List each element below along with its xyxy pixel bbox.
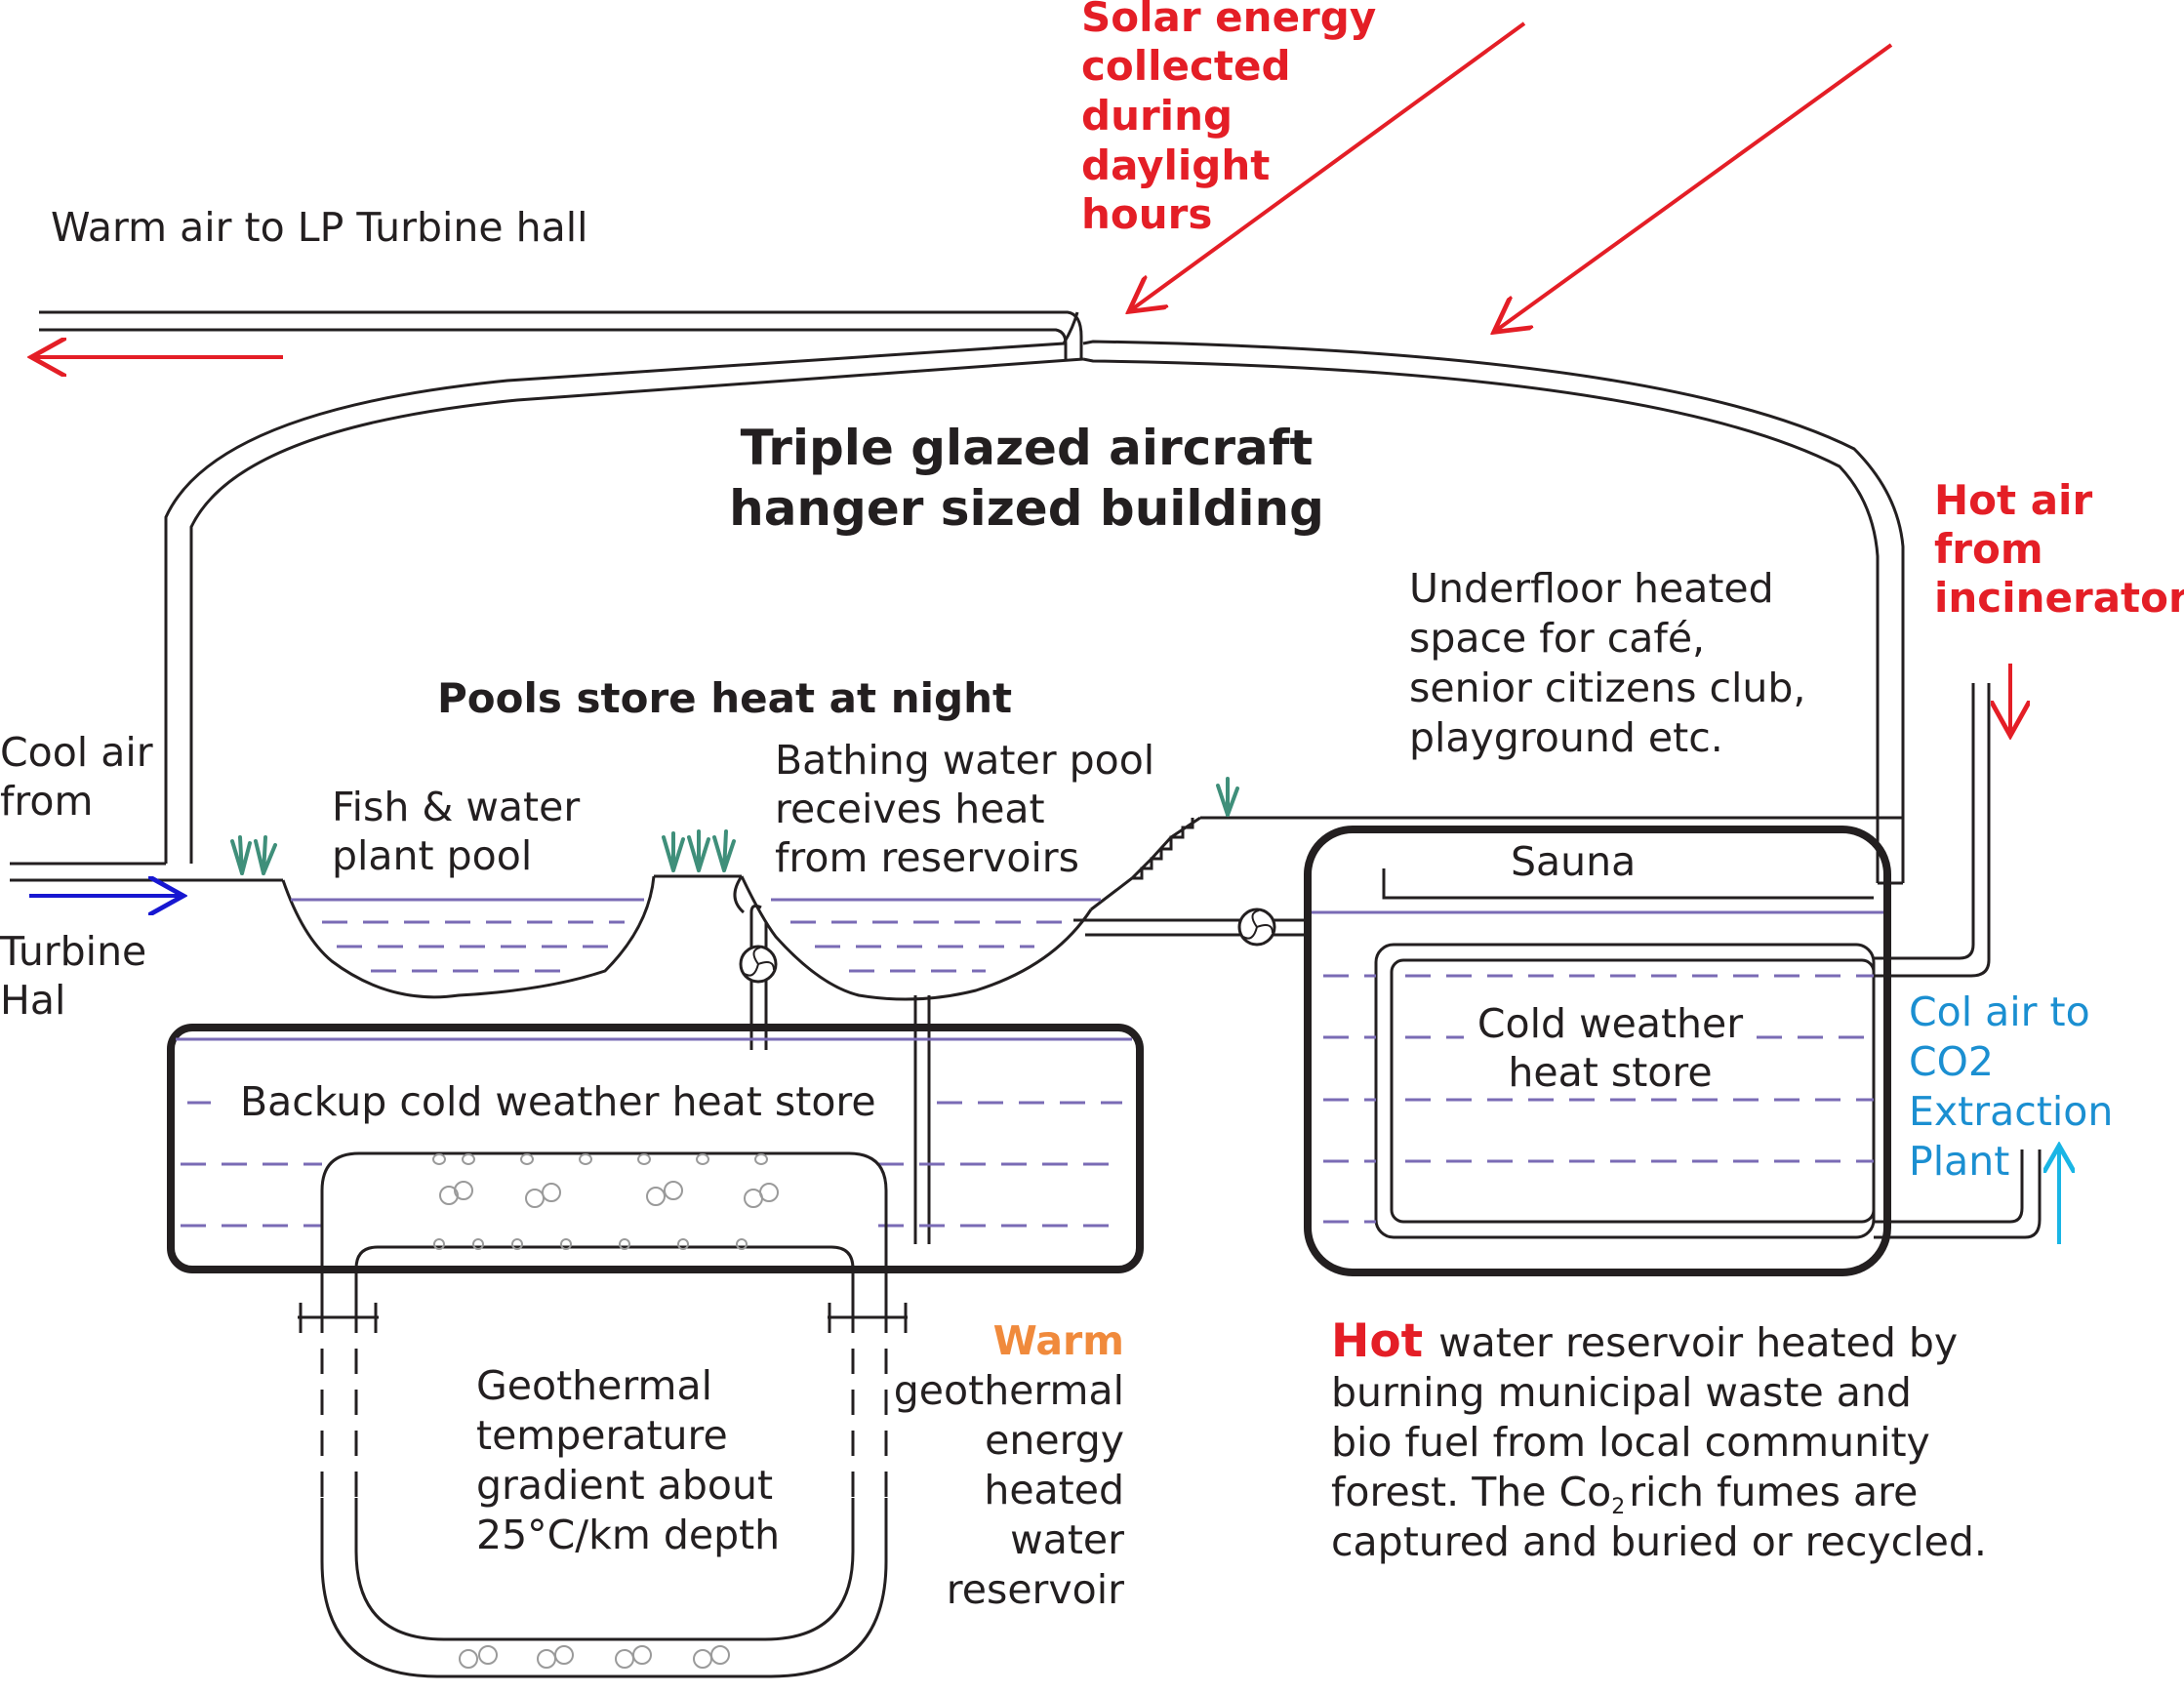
bathing-pool (733, 875, 1101, 1001)
hot-air-label: Hot air from incinerator (1934, 476, 2184, 622)
ground-line (191, 816, 1903, 911)
svg-text:during: during (1081, 92, 1233, 140)
svg-text:plant pool: plant pool (332, 832, 532, 879)
solar-ray-1 (1132, 21, 1526, 309)
solar-label: Solar energy collected during daylight h… (1081, 0, 1376, 238)
svg-text:CO2: CO2 (1909, 1038, 1994, 1085)
pump-right (1237, 908, 1276, 947)
svg-text:Extraction: Extraction (1909, 1088, 2113, 1135)
cold-store-label: Cold weather heat store (1477, 1000, 1743, 1096)
svg-text:bio fuel from local community: bio fuel from local community (1331, 1419, 1930, 1466)
pool-to-backup-pipe (739, 904, 931, 1244)
backup-store-label: Backup cold weather heat store (240, 1078, 876, 1125)
svg-text:gradient about: gradient about (476, 1462, 773, 1509)
building-dome (164, 311, 1905, 885)
svg-text:from: from (0, 778, 93, 825)
svg-text:senior citizens club,: senior citizens club, (1409, 665, 1805, 711)
svg-text:Cold weather: Cold weather (1477, 1000, 1743, 1047)
svg-text:reservoir: reservoir (947, 1566, 1124, 1613)
pump-left (739, 945, 778, 984)
cold-weather-tank (1304, 826, 2059, 1276)
svg-text:Underfloor heated: Underfloor heated (1409, 565, 1774, 612)
cool-air-inlet (10, 862, 205, 896)
underfloor-label: Underfloor heated space for café, senior… (1409, 565, 1805, 761)
svg-text:hanger sized building: hanger sized building (729, 480, 1324, 537)
sauna-label: Sauna (1511, 838, 1636, 885)
svg-text:Geothermal: Geothermal (476, 1362, 712, 1409)
col-air-label: Col air to CO2 Extraction Plant (1909, 988, 2113, 1185)
svg-text:from reservoirs: from reservoirs (775, 834, 1079, 881)
solar-ray-2 (1497, 43, 1893, 330)
warm-air-label: Warm air to LP Turbine hall (51, 204, 588, 251)
svg-text:collected: collected (1081, 42, 1291, 90)
pool-to-store-pipe (1073, 908, 1308, 947)
fish-pool-label: Fish & water plant pool (332, 784, 580, 879)
svg-text:Cool air: Cool air (0, 729, 153, 776)
svg-text:from: from (1934, 525, 2043, 573)
building-title: Triple glazed aircraft hanger sized buil… (729, 420, 1324, 537)
svg-text:Warm: Warm (993, 1317, 1124, 1364)
geothermal-gradient-label: Geothermal temperature gradient about 25… (476, 1362, 780, 1558)
backup-heat-store (167, 1024, 1144, 1273)
svg-text:Hal: Hal (0, 977, 65, 1024)
incinerator-pipe (1874, 664, 2010, 978)
pools-store-label: Pools store heat at night (437, 674, 1012, 722)
cool-air-label: Cool air from (0, 729, 153, 825)
svg-text:water: water (1010, 1516, 1124, 1563)
svg-text:hours: hours (1081, 190, 1212, 238)
svg-text:receives heat: receives heat (775, 786, 1045, 832)
svg-text:space for café,: space for café, (1409, 615, 1705, 662)
fish-plant-pool (281, 874, 742, 999)
svg-text:Plant: Plant (1909, 1138, 2009, 1185)
svg-text:Solar energy: Solar energy (1081, 0, 1376, 41)
svg-text:25°C/km depth: 25°C/km depth (476, 1512, 780, 1558)
svg-text:Col air to: Col air to (1909, 988, 2090, 1035)
svg-text:daylight: daylight (1081, 141, 1270, 189)
bathing-pool-label: Bathing water pool receives heat from re… (775, 737, 1154, 881)
turbine-label: Turbine Hal (0, 928, 146, 1024)
svg-text:incinerator: incinerator (1934, 574, 2184, 622)
plant-group-3 (1216, 777, 1239, 817)
svg-text:Hot air: Hot air (1934, 476, 2092, 524)
plant-group-1 (230, 835, 277, 875)
svg-text:playground etc.: playground etc. (1409, 714, 1723, 761)
svg-text:burning municipal waste and: burning municipal waste and (1331, 1369, 1912, 1416)
svg-text:Fish & water: Fish & water (332, 784, 580, 830)
svg-text:Bathing water pool: Bathing water pool (775, 737, 1154, 784)
svg-text:captured and buried or recycle: captured and buried or recycled. (1331, 1518, 1987, 1565)
warm-reservoir-label: Warm geothermal energy heated water rese… (894, 1317, 1124, 1613)
svg-text:geothermal: geothermal (894, 1367, 1124, 1414)
svg-text:energy: energy (985, 1417, 1124, 1464)
plant-group-2 (662, 829, 736, 872)
svg-text:Triple glazed aircraft: Triple glazed aircraft (741, 420, 1314, 476)
warm-air-duct (35, 310, 1083, 361)
svg-text:temperature: temperature (476, 1412, 728, 1459)
svg-text:heat store: heat store (1508, 1049, 1712, 1096)
svg-text:Turbine: Turbine (0, 928, 146, 975)
bubbles (432, 1153, 779, 1669)
svg-text:heated: heated (984, 1467, 1124, 1513)
svg-text:forest. The Co2rich fumes are: forest. The Co2rich fumes are (1331, 1469, 1918, 1519)
geothermal-reservoir (298, 1151, 908, 1678)
